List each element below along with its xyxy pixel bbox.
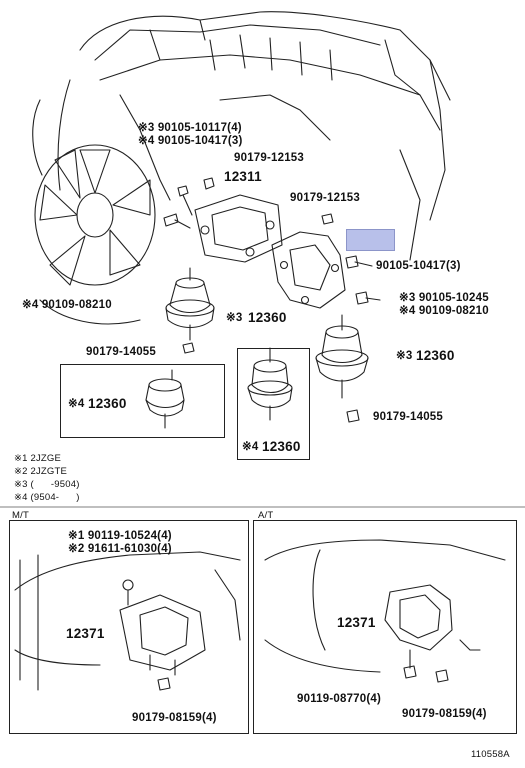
callout-90109-08210-left: ※4 90109-08210 bbox=[22, 299, 112, 311]
callout-90179-14055-right: 90179-14055 bbox=[373, 411, 443, 423]
bracket-12311 bbox=[194, 194, 283, 263]
callout-90179-12153-left: 90179-12153 bbox=[234, 152, 304, 164]
legend-text: 2JZGE bbox=[30, 453, 62, 464]
part-12360-right: 12360 bbox=[416, 348, 455, 363]
legend-text: (9504- ) bbox=[30, 492, 80, 503]
mark-4-12360-c: ※4 bbox=[68, 398, 85, 410]
engine-mount-boxed-middle bbox=[247, 347, 293, 421]
legend-mark: ※3 bbox=[14, 479, 28, 490]
engine-mount-boxed-left bbox=[145, 369, 185, 429]
diagram-id: 110558A bbox=[471, 749, 510, 760]
engine-mount-upper-left bbox=[165, 267, 215, 341]
callout-90179-12153-right: 90179-12153 bbox=[290, 192, 360, 204]
part-12371-mt: 12371 bbox=[66, 626, 105, 641]
legend-mark: ※1 bbox=[14, 453, 28, 464]
mt-section-title: M/T bbox=[12, 510, 29, 521]
detail-box-middle bbox=[237, 348, 310, 460]
part-12360-boxed-middle: 12360 bbox=[262, 439, 301, 454]
legend-item-3: ※3 ( -9504) bbox=[14, 478, 80, 491]
at-section-title: A/T bbox=[258, 510, 274, 521]
mt-transmission bbox=[14, 551, 241, 691]
fasteners bbox=[163, 177, 381, 423]
legend-item-4: ※4 (9504- ) bbox=[14, 491, 80, 504]
at-section-box bbox=[253, 520, 517, 734]
legend-item-2: ※2 2JZGTE bbox=[14, 465, 80, 478]
legend-mark: ※4 bbox=[14, 492, 28, 503]
detail-box-left bbox=[60, 364, 225, 438]
callout-90105-10417-right: 90105-10417(3) bbox=[376, 260, 461, 272]
mt-callout-90119-10524: ※1 90119-10524(4) bbox=[68, 530, 172, 542]
legend-item-1: ※1 2JZGE bbox=[14, 452, 80, 465]
mark-3-12360-a: ※3 bbox=[226, 312, 243, 324]
callout-90105-10117: ※3 90105-10117(4) bbox=[138, 122, 242, 134]
callout-90105-10245: ※3 90105-10245 bbox=[399, 292, 489, 304]
part-12360-upper-left: 12360 bbox=[248, 310, 287, 325]
at-transmission bbox=[264, 539, 506, 683]
cooling-fan bbox=[34, 144, 156, 286]
legend-mark: ※2 bbox=[14, 466, 28, 477]
highlighted-part-slot[interactable] bbox=[346, 229, 395, 251]
part-12371-at: 12371 bbox=[337, 615, 376, 630]
mark-3-12360-b: ※3 bbox=[396, 350, 413, 362]
callout-90179-14055-left: 90179-14055 bbox=[86, 346, 156, 358]
at-callout-90179-08159: 90179-08159(4) bbox=[402, 708, 487, 720]
legend: ※1 2JZGE ※2 2JZGTE ※3 ( -9504) ※4 (9504-… bbox=[14, 452, 80, 504]
mt-callout-90179-08159: 90179-08159(4) bbox=[132, 712, 217, 724]
mt-section-box bbox=[9, 520, 249, 734]
callout-90109-08210-right: ※4 90109-08210 bbox=[399, 305, 489, 317]
engine-mount-right bbox=[315, 314, 369, 399]
part-12360-boxed-left: 12360 bbox=[88, 396, 127, 411]
engine-block bbox=[32, 11, 451, 325]
mark-4-12360-d: ※4 bbox=[242, 441, 259, 453]
legend-text: ( -9504) bbox=[30, 479, 80, 490]
bracket-right bbox=[271, 231, 346, 309]
callout-90105-10417-upper: ※4 90105-10417(3) bbox=[138, 135, 243, 147]
mt-callout-91611-61030: ※2 91611-61030(4) bbox=[68, 543, 172, 555]
at-callout-90119-08770: 90119-08770(4) bbox=[297, 693, 382, 705]
part-12311: 12311 bbox=[224, 169, 262, 184]
legend-text: 2JZGTE bbox=[30, 466, 68, 477]
